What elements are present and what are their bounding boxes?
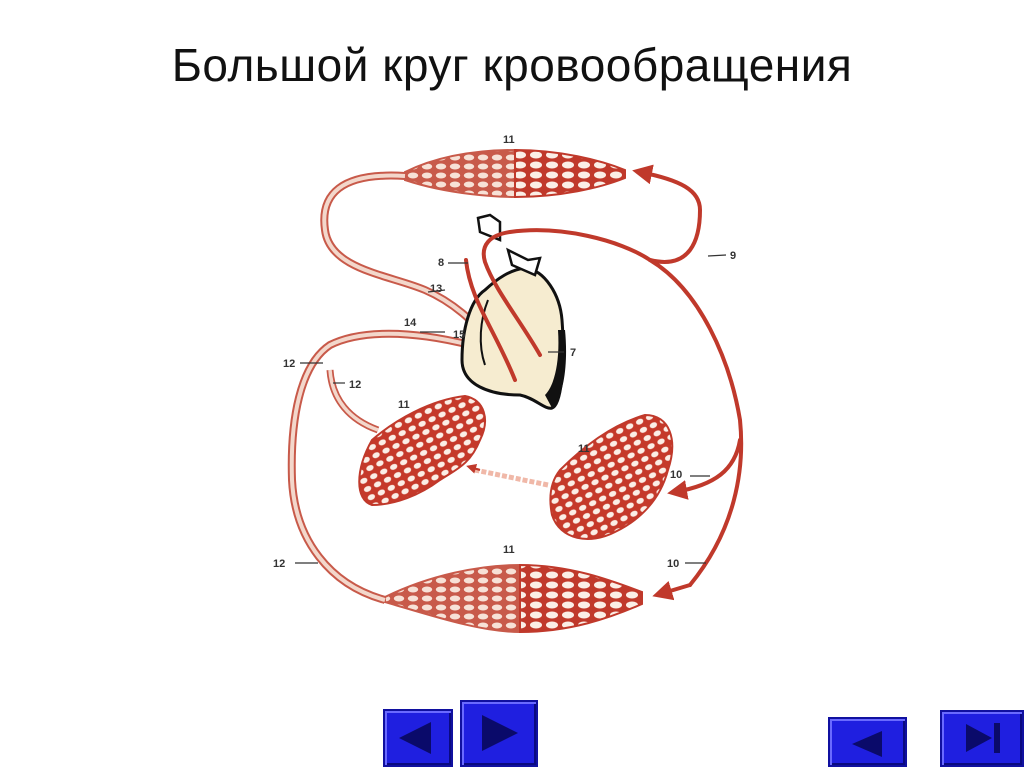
triangle-right-icon <box>482 715 518 751</box>
label-10-a: 10 <box>670 469 682 481</box>
label-11-bottom: 11 <box>503 544 515 556</box>
skip-to-end-icon <box>966 723 1000 753</box>
slide-title: Большой круг кровообращения <box>171 39 853 91</box>
capillary-bed-mid-right <box>549 413 674 540</box>
label-14: 14 <box>404 317 417 329</box>
label-15: 15 <box>453 329 465 341</box>
capillary-bed-bottom <box>384 563 643 634</box>
label-12-c: 12 <box>273 558 285 570</box>
triangle-left-icon <box>399 722 431 754</box>
label-10-b: 10 <box>667 558 679 570</box>
triangle-left-icon <box>852 731 882 757</box>
diagram-labels: 11 8 9 13 14 15 7 12 12 11 11 10 11 12 1… <box>273 134 736 570</box>
back-button[interactable] <box>828 717 907 767</box>
label-9: 9 <box>730 250 736 262</box>
heart <box>460 213 567 410</box>
label-11-mid-left: 11 <box>398 399 410 411</box>
arteries <box>464 164 744 601</box>
label-11-mid-right: 11 <box>578 443 590 455</box>
label-13: 13 <box>430 283 442 295</box>
label-7: 7 <box>570 347 576 359</box>
capillary-bed-top <box>404 148 626 199</box>
capillary-bed-mid-left <box>358 394 486 507</box>
label-8: 8 <box>438 257 444 269</box>
label-pointers <box>295 254 727 564</box>
last-slide-button[interactable] <box>940 710 1024 767</box>
label-12-b: 12 <box>349 379 361 391</box>
next-slide-button[interactable] <box>460 700 538 767</box>
label-12-a: 12 <box>283 358 295 370</box>
label-11-top: 11 <box>503 134 515 146</box>
prev-slide-button[interactable] <box>383 709 453 767</box>
